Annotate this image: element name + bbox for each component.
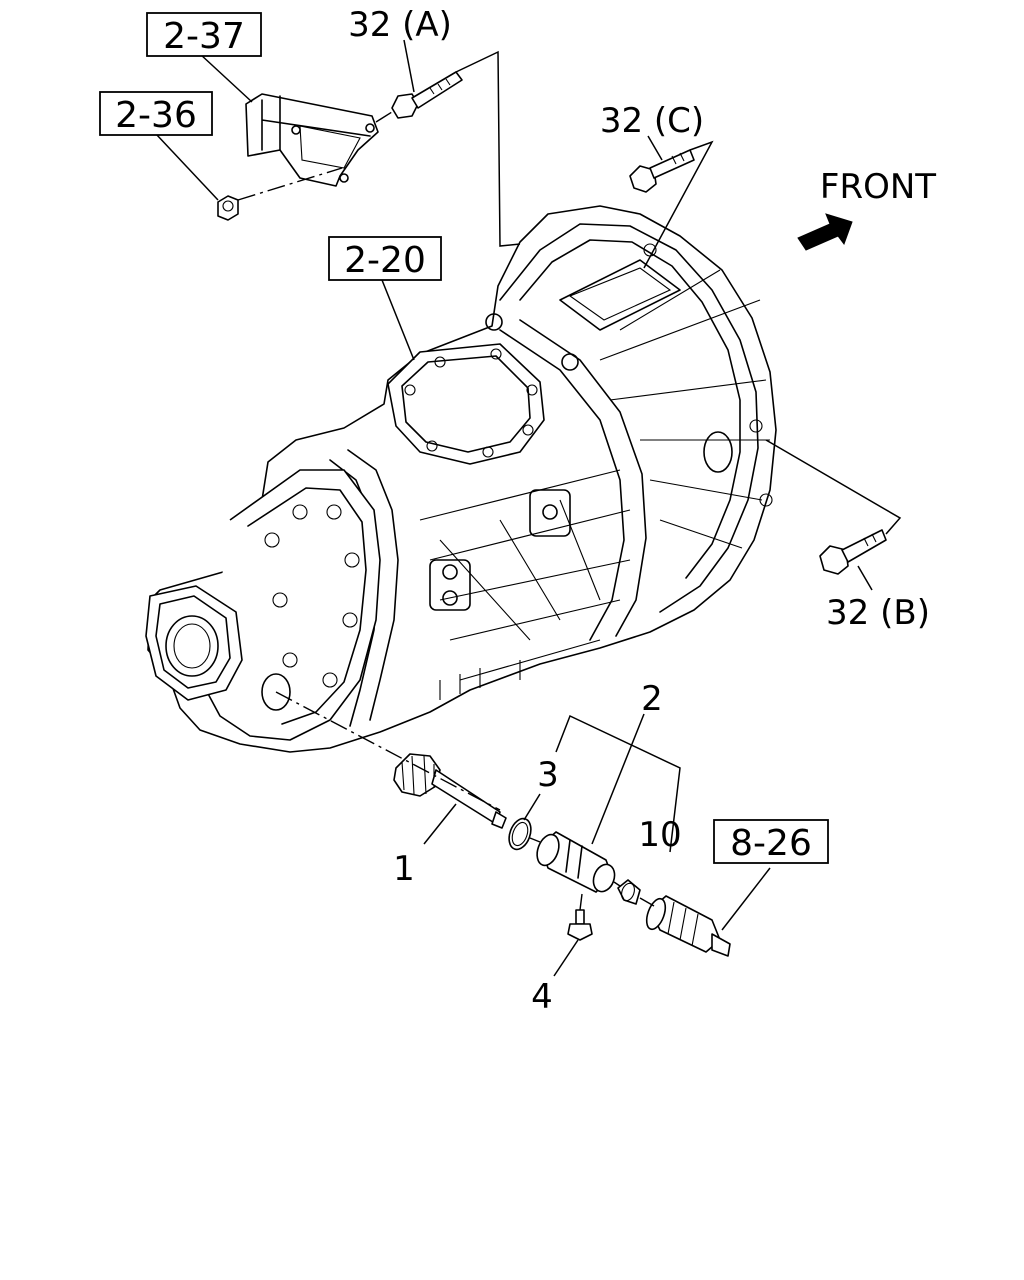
transmission-housing (145, 205, 777, 753)
direction-label: FRONT (820, 167, 936, 207)
callout-bolt-a: 32 (A) (348, 5, 452, 45)
leader-lines (155, 39, 902, 977)
bolt-c (629, 149, 695, 193)
small-bolt (567, 909, 593, 941)
ref-label-bracket: 2-37 (163, 16, 245, 57)
sleeve (536, 831, 616, 893)
callout-o-ring: 3 (537, 755, 559, 795)
bolt-b (819, 529, 887, 575)
ref-box-nut: 2-36 (99, 91, 213, 136)
callout-sleeve: 2 (641, 679, 663, 719)
ref-box-sensor: 8-26 (713, 819, 829, 864)
callout-bolt-b: 32 (B) (826, 593, 930, 633)
bolt-a (391, 71, 463, 119)
callout-small-bolt: 4 (531, 977, 553, 1017)
callout-shaft: 1 (393, 849, 415, 889)
o-ring (508, 817, 532, 851)
nut (217, 195, 239, 221)
callout-bolt-c: 32 (C) (600, 101, 704, 141)
ref-box-bracket: 2-37 (146, 12, 262, 57)
ref-label-sensor: 8-26 (730, 823, 812, 864)
ref-label-transmission: 2-20 (344, 240, 426, 281)
seal (617, 879, 641, 905)
mounting-bracket (245, 93, 379, 187)
speed-sensor (645, 895, 731, 957)
callout-seal: 10 (638, 815, 681, 855)
front-arrow-icon (797, 213, 853, 251)
drive-gear-shaft (393, 753, 507, 829)
ref-label-nut: 2-36 (115, 95, 197, 136)
ref-box-transmission: 2-20 (328, 236, 442, 281)
